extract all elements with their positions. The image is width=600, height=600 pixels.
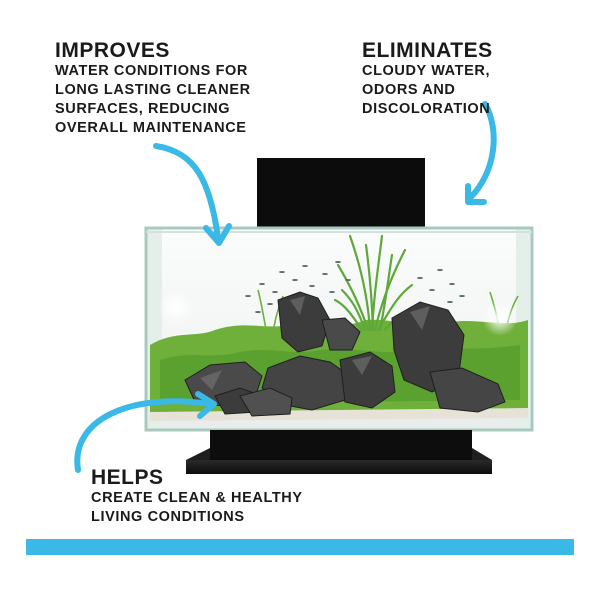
tall-grass-plants <box>333 234 420 332</box>
arrow-helps <box>74 398 213 473</box>
callout-body: CREATE CLEAN & HEALTHY LIVING CONDITIONS <box>91 490 303 525</box>
aquarium-stand <box>186 430 492 474</box>
callout-heading: IMPROVES <box>55 39 170 62</box>
accent-bar <box>26 539 574 555</box>
callout-improves: IMPROVES WATER CONDITIONS FOR LONG LASTI… <box>55 40 315 138</box>
arrow-improves <box>153 143 221 241</box>
aquarium-hood <box>257 158 425 230</box>
callout-body: WATER CONDITIONS FOR LONG LASTING CLEANE… <box>55 63 251 136</box>
arrow-eliminates <box>467 101 497 201</box>
callout-heading: HELPS <box>91 466 164 489</box>
callout-heading: ELIMINATES <box>362 39 493 62</box>
callout-helps: HELPS CREATE CLEAN & HEALTHY LIVING COND… <box>91 467 351 527</box>
callout-body: CLOUDY WATER, ODORS AND DISCOLORATION <box>362 63 491 117</box>
fish-school <box>245 261 465 313</box>
rock-formation <box>184 291 506 417</box>
aquarium-tank <box>144 226 534 432</box>
callout-eliminates: ELIMINATES CLOUDY WATER, ODORS AND DISCO… <box>362 40 562 119</box>
